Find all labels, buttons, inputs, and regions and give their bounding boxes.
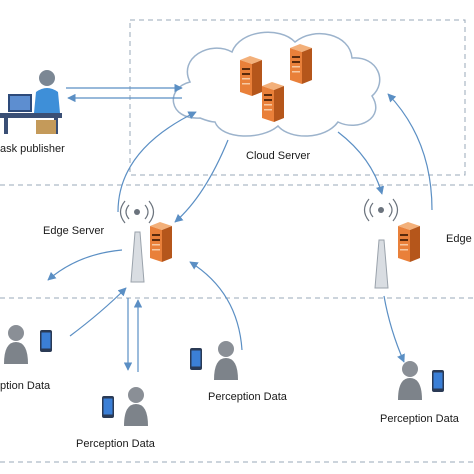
antenna-icon [119, 200, 155, 283]
arrow-edge-to-left-device [47, 249, 123, 281]
antenna-icon [363, 198, 399, 289]
server-icon [398, 222, 420, 262]
server-icon [290, 44, 312, 84]
arrow-center-device-to-edge [189, 261, 243, 351]
person-icon [398, 361, 422, 400]
person-icon [4, 325, 28, 364]
arrow-edge-to-cloud [117, 111, 197, 213]
perception-data-label: ption Data [0, 380, 51, 392]
arrow-right-edge-to-device [383, 295, 405, 363]
person-icon [124, 387, 148, 426]
arrows [47, 83, 433, 372]
smartphone-icon [40, 330, 52, 352]
edge-server-label: Edge Server [43, 225, 104, 237]
smartphone-icon [190, 348, 202, 370]
arrow-left-device-to-edge [69, 287, 127, 337]
perception-data-label: Perception Data [208, 391, 288, 403]
cloud-server-label: Cloud Server [246, 150, 311, 162]
server-icon [262, 82, 284, 122]
perception-data-label: Perception Data [76, 438, 156, 450]
arrow-cloud-to-right-edge [337, 131, 385, 195]
person-icon [214, 341, 238, 380]
task-publisher-label: ask publisher [0, 143, 65, 155]
smartphone-icon [432, 370, 444, 392]
edge-server-right-label: Edge [446, 233, 472, 245]
desk-worker-icon [0, 70, 62, 134]
arrow-cloud-to-edge [174, 139, 229, 223]
perception-data-label: Perception Data [380, 413, 460, 425]
smartphone-icon [102, 396, 114, 418]
arrow-right-edge-to-cloud [387, 93, 433, 211]
server-icon [240, 56, 262, 96]
server-icon [150, 222, 172, 262]
